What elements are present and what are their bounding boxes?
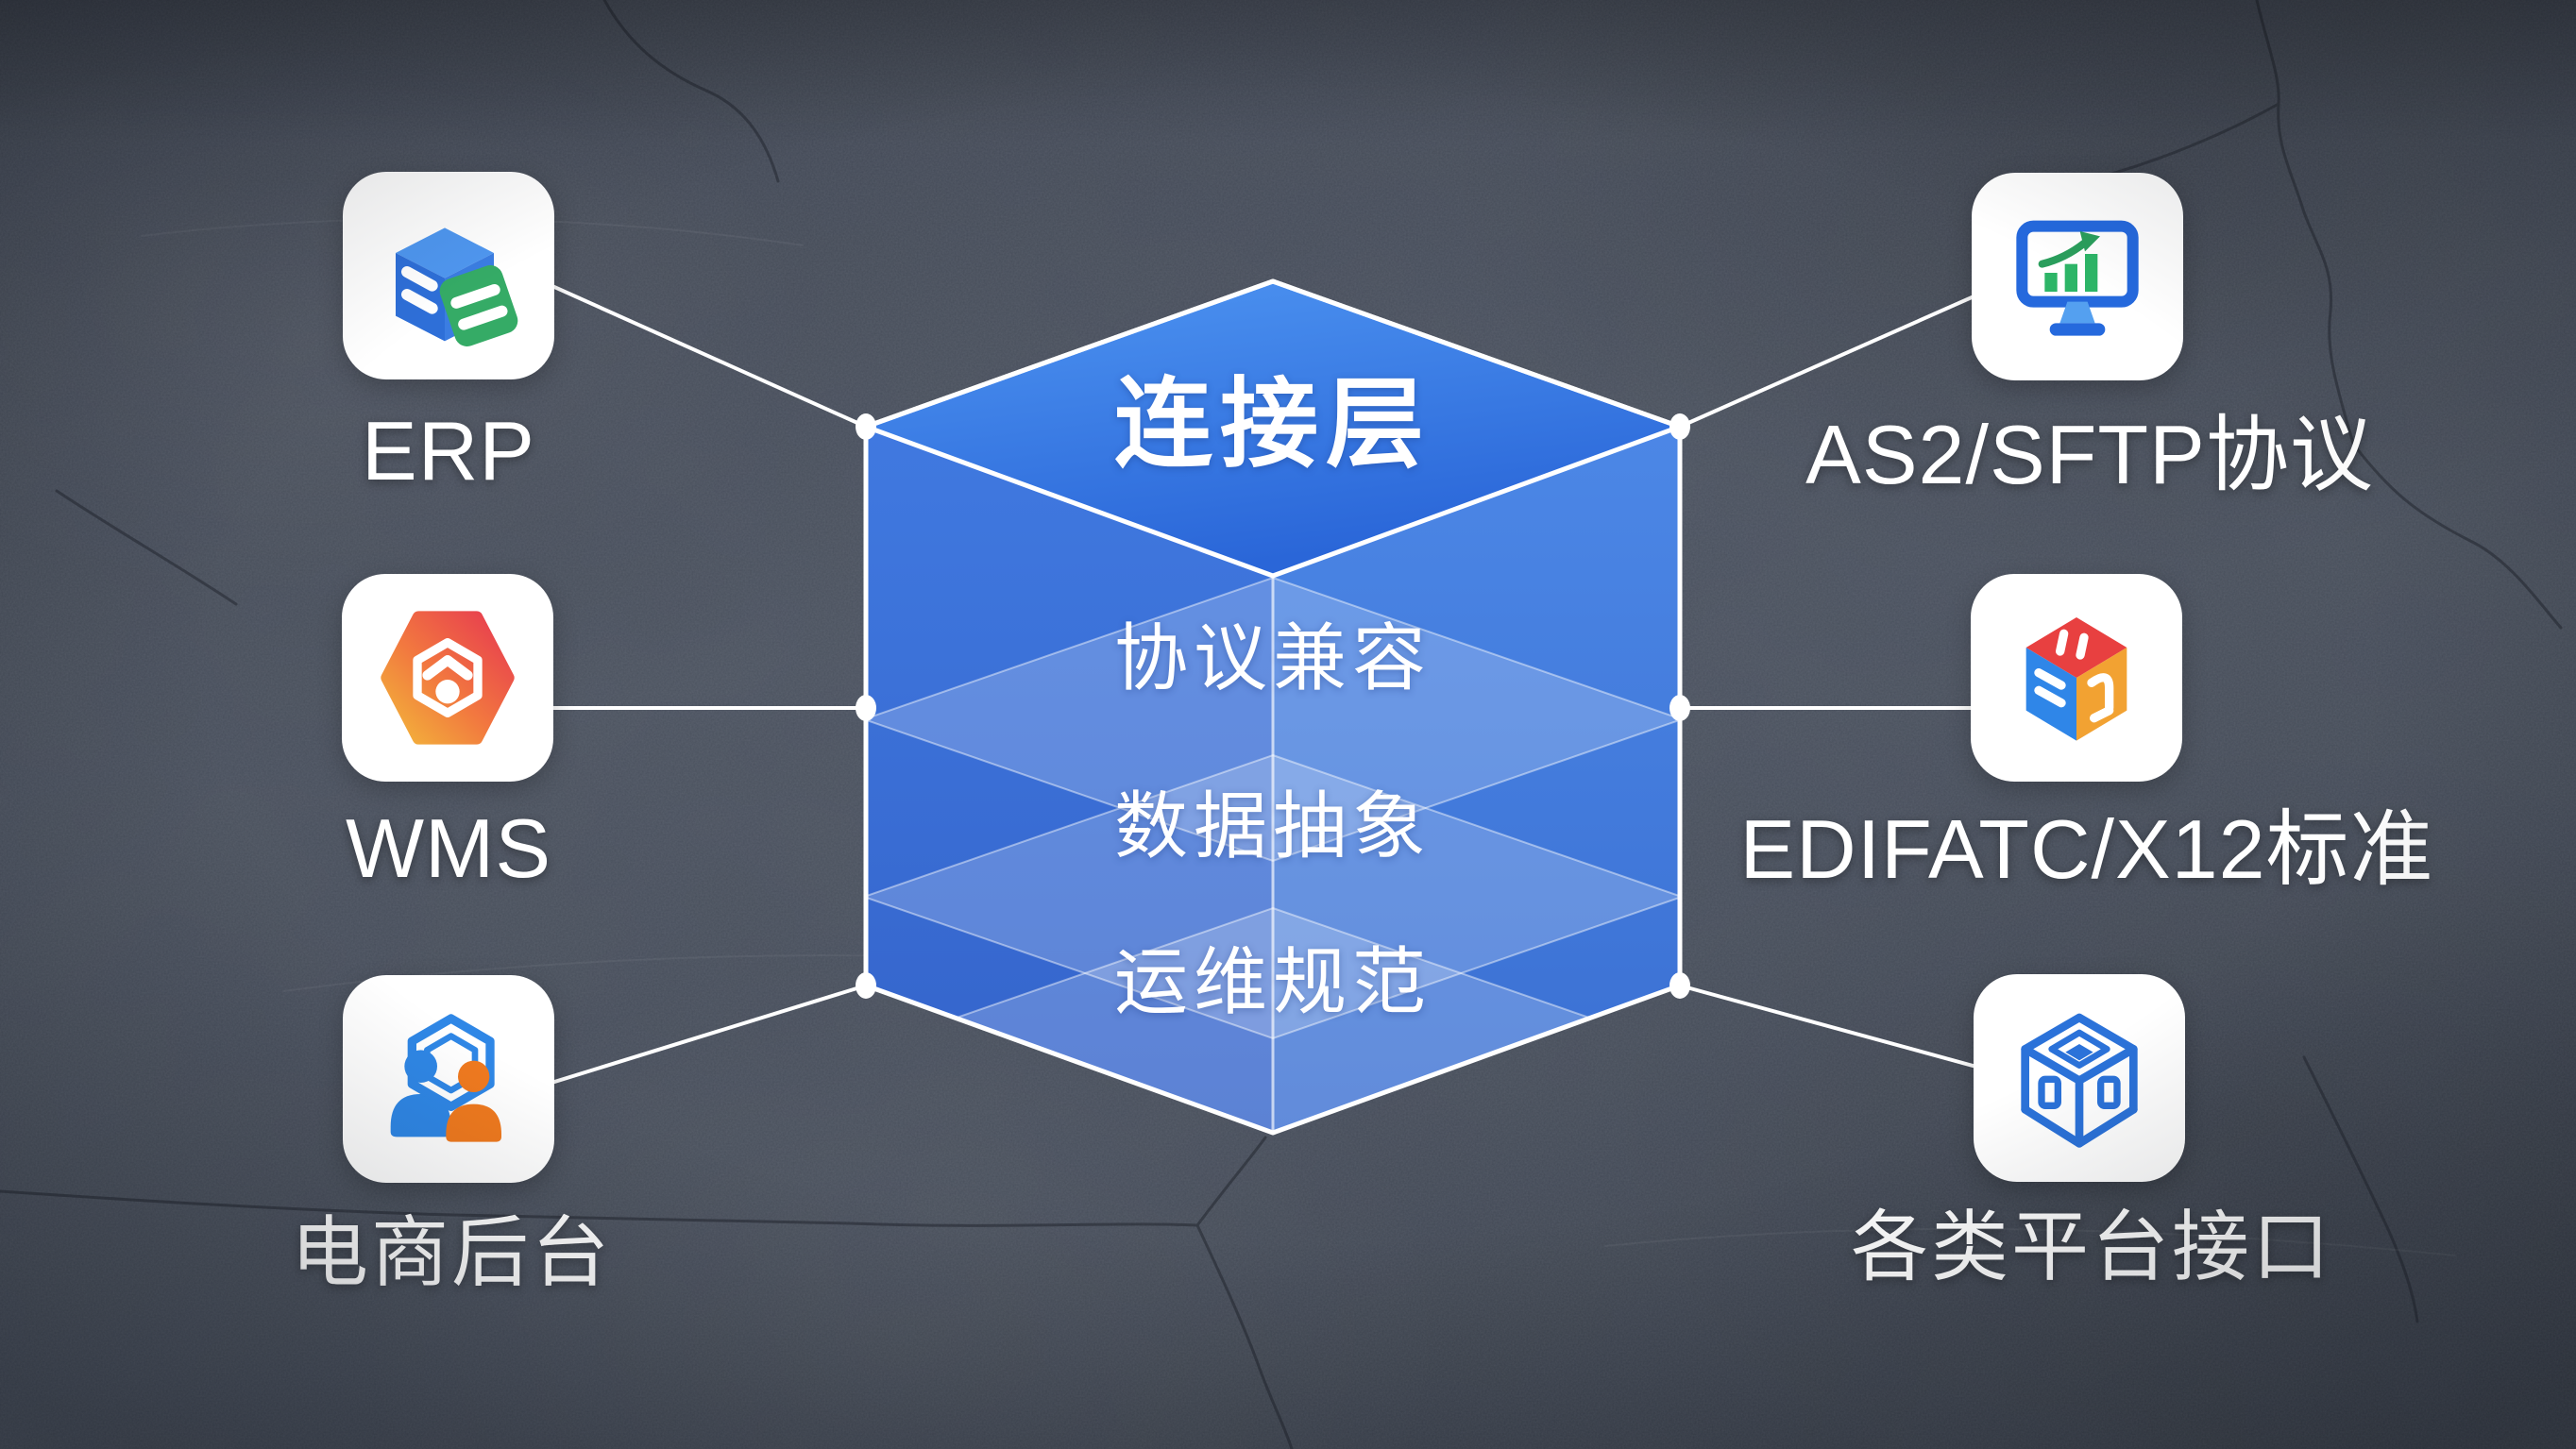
platform-api-card <box>1974 974 2185 1182</box>
wms-card <box>342 574 553 782</box>
cube-layer-label-3: 运维规范 <box>1113 940 1432 1023</box>
dot-left-mid <box>856 695 876 721</box>
cube-left-face <box>866 427 1273 1133</box>
ecommerce-label: 电商后台 <box>290 1210 613 1296</box>
erp-stack-icon <box>396 227 518 346</box>
erp-green-panel <box>439 265 518 346</box>
ecommerce-card <box>343 975 554 1183</box>
erp-label: ERP <box>362 404 535 497</box>
dot-right-top <box>1669 413 1690 440</box>
platform-wireframe-cube-icon <box>2021 1013 2138 1148</box>
as2-sftp-card <box>1972 173 2183 380</box>
cube-title: 连接层 <box>1113 370 1432 480</box>
platform-api-label: 各类平台接口 <box>1850 1205 2333 1290</box>
edi-card <box>1971 574 2182 782</box>
dot-left-bottom <box>856 972 876 999</box>
erp-card <box>343 172 554 379</box>
cube-layer-label-2: 数据抽象 <box>1113 784 1432 868</box>
dot-right-mid <box>1669 695 1690 721</box>
cube-right-face <box>1273 427 1680 1133</box>
edi-colored-cube-icon <box>2025 617 2127 741</box>
connector-dots <box>856 413 1690 999</box>
cube-layer-label-1: 协议兼容 <box>1113 616 1432 699</box>
edi-label: EDIFATC/X12标准 <box>1739 802 2434 896</box>
monitor-chart-icon <box>2016 220 2139 336</box>
dot-left-top <box>856 413 876 440</box>
wms-hexagon-icon <box>381 611 515 745</box>
as2-sftp-label: AS2/SFTP协议 <box>1805 408 2374 501</box>
ecommerce-users-icon <box>390 1014 501 1142</box>
cube <box>863 278 1683 1136</box>
wms-label: WMS <box>345 801 552 895</box>
dot-right-bottom <box>1669 972 1690 999</box>
